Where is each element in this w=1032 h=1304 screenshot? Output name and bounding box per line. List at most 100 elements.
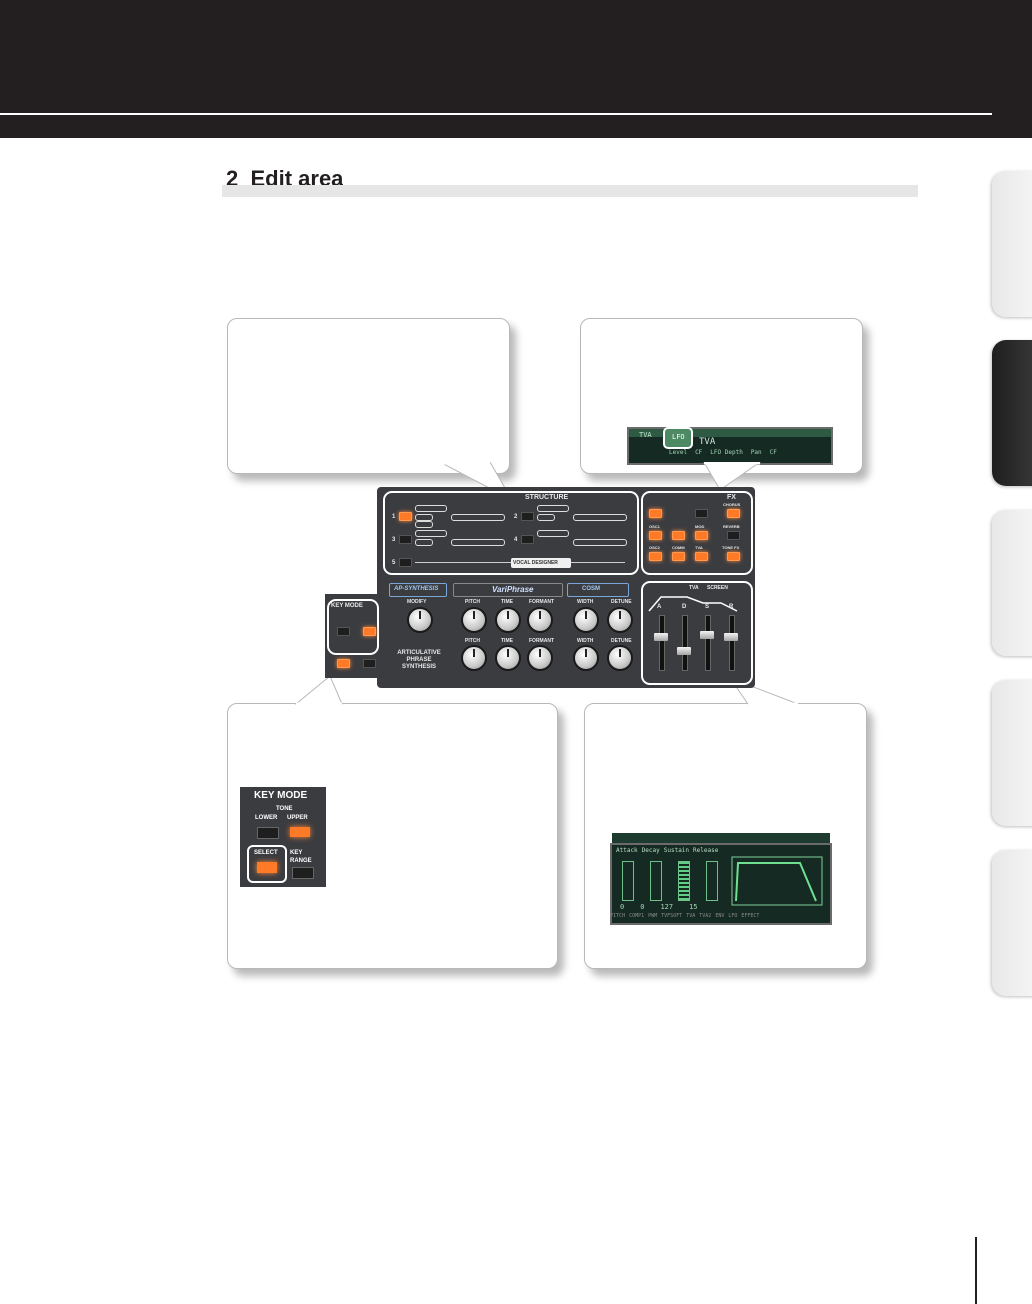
select-highlight: SELECT [247, 845, 287, 883]
lcd-top-row-4: CF [769, 449, 777, 456]
tone-fx-button[interactable] [727, 552, 740, 561]
fx-highlight [641, 491, 753, 575]
pitch-knob-1[interactable] [461, 607, 487, 633]
section-title: Edit area [250, 166, 344, 186]
vp-formant-label-2: FORMANT [529, 638, 554, 644]
sustain-slider-track [705, 615, 711, 671]
chorus-button[interactable] [727, 509, 740, 518]
structure-button-2[interactable] [521, 512, 534, 521]
tva-button[interactable] [695, 552, 708, 561]
key-mode-zoom-title: KEY MODE [254, 790, 308, 801]
callout-envelope: Attack Decay Sustain Release 0 0 127 15 … [584, 703, 867, 969]
upper-button[interactable] [290, 827, 310, 837]
lcd-footer-5: TVA2 [699, 913, 712, 919]
vp-time-label-2: TIME [501, 638, 513, 644]
attack-slider[interactable] [654, 633, 668, 641]
key-mode-lower-button[interactable] [337, 627, 350, 636]
lcd-bottom-header-1: Decay [641, 847, 660, 854]
structure-num-5: 5 [392, 560, 396, 566]
chapter-tab-2-active[interactable] [992, 340, 1032, 486]
fx-reverb-label: REVERB [723, 524, 740, 529]
structure-button-5[interactable] [399, 558, 412, 567]
lcd-top-row-3: Pan [750, 449, 762, 456]
modify-knob[interactable] [407, 607, 433, 633]
synth-panel: STRUCTURE 1 3 5 2 4 VOCAL DESIGNER FX CH… [325, 487, 755, 688]
detune-knob-2[interactable] [607, 645, 633, 671]
mod-label: MOD [695, 524, 705, 529]
formant-knob-1[interactable] [527, 607, 553, 633]
header-rule [0, 113, 992, 115]
structure-button-4[interactable] [521, 535, 534, 544]
page-number-rule [975, 1237, 977, 1304]
detune-knob-1[interactable] [607, 607, 633, 633]
chapter-tab-4[interactable] [992, 680, 1032, 826]
modify-label: MODIFY [407, 599, 427, 605]
structure-title: STRUCTURE [525, 494, 569, 501]
flow-chip [451, 539, 505, 546]
heading-bar [222, 185, 918, 197]
lcd-bottom-header-0: Attack [616, 847, 638, 854]
comm-button[interactable] [672, 531, 685, 540]
formant-knob-2[interactable] [527, 645, 553, 671]
vocal-designer-box: VOCAL DESIGNER [511, 558, 571, 568]
key-mode-select-button[interactable] [337, 659, 350, 668]
env-label-s: S [705, 604, 710, 610]
mod-button[interactable] [695, 531, 708, 540]
variphrase-logo: VariPhrase [453, 583, 563, 597]
key-range-button[interactable] [292, 867, 314, 879]
reverb-button[interactable] [727, 531, 740, 540]
cosm-width-label: WIDTH [577, 599, 594, 605]
lcd-footer-6: ENV [715, 913, 725, 919]
key-mode-zoom: KEY MODE TONE LOWER UPPER SELECT KEY RAN… [240, 787, 326, 887]
fx-synth-button-2[interactable] [695, 509, 708, 518]
width-knob-1[interactable] [573, 607, 599, 633]
env-tva-label: TVA [689, 585, 699, 591]
width-knob-2[interactable] [573, 645, 599, 671]
decay-slider[interactable] [677, 647, 691, 655]
time-knob-1[interactable] [495, 607, 521, 633]
lcd-bottom-value-1: 0 [640, 903, 645, 911]
flow-chip [537, 530, 569, 537]
osc1-label: OSC1 [649, 524, 660, 529]
envelope-highlight [641, 581, 753, 685]
chapter-tab-5[interactable] [992, 850, 1032, 996]
time-knob-2[interactable] [495, 645, 521, 671]
select-button[interactable] [257, 862, 277, 873]
key-mode-zoom-key-range: KEY RANGE [290, 850, 312, 864]
osc2-button[interactable] [649, 552, 662, 561]
chapter-tab-3[interactable] [992, 510, 1032, 656]
callout-fx: TVA LFO TVA Level CF LFO Depth Pan CF [580, 318, 863, 474]
lcd-bottom-value-2: 127 [660, 903, 674, 911]
release-slider[interactable] [724, 633, 738, 641]
env-graph [731, 856, 823, 906]
lcd-top-highlight: LFO [663, 427, 693, 449]
cosm-logo: COSM [567, 583, 629, 597]
key-mode-zoom-upper: UPPER [287, 815, 308, 821]
aps-text: ARTICULATIVE PHRASE SYNTHESIS [397, 650, 441, 670]
lcd-top-row-2: LFO Depth [710, 449, 743, 456]
lcd-top-row-0: Level [669, 449, 688, 456]
lcd-top-tab2: LFO [672, 433, 685, 441]
env-release-bar [706, 861, 718, 901]
structure-num-2: 2 [514, 514, 518, 520]
fx-synth-button-1[interactable] [649, 509, 662, 518]
lcd-footer-1: COMP1 [629, 913, 645, 919]
key-mode-range-button[interactable] [363, 659, 376, 668]
fx-chorus-label: CHORUS [723, 502, 741, 507]
lower-button[interactable] [257, 827, 279, 839]
sustain-slider[interactable] [700, 631, 714, 639]
key-mode-upper-button[interactable] [363, 627, 376, 636]
structure-button-1[interactable] [399, 512, 412, 521]
key-mode-title: KEY MODE [331, 603, 363, 609]
env-shape-icon [648, 596, 738, 612]
lcd-footer-4: TVA [686, 913, 696, 919]
chapter-tab-1[interactable] [992, 171, 1032, 317]
key-mode-highlight [327, 599, 379, 655]
key-mode-zoom-select: SELECT [254, 850, 278, 856]
structure-button-3[interactable] [399, 535, 412, 544]
callout-fx-pointer [703, 462, 761, 491]
osc1-button[interactable] [649, 531, 662, 540]
comm2-button[interactable] [672, 552, 685, 561]
pitch-knob-2[interactable] [461, 645, 487, 671]
flow-chip [537, 514, 555, 521]
